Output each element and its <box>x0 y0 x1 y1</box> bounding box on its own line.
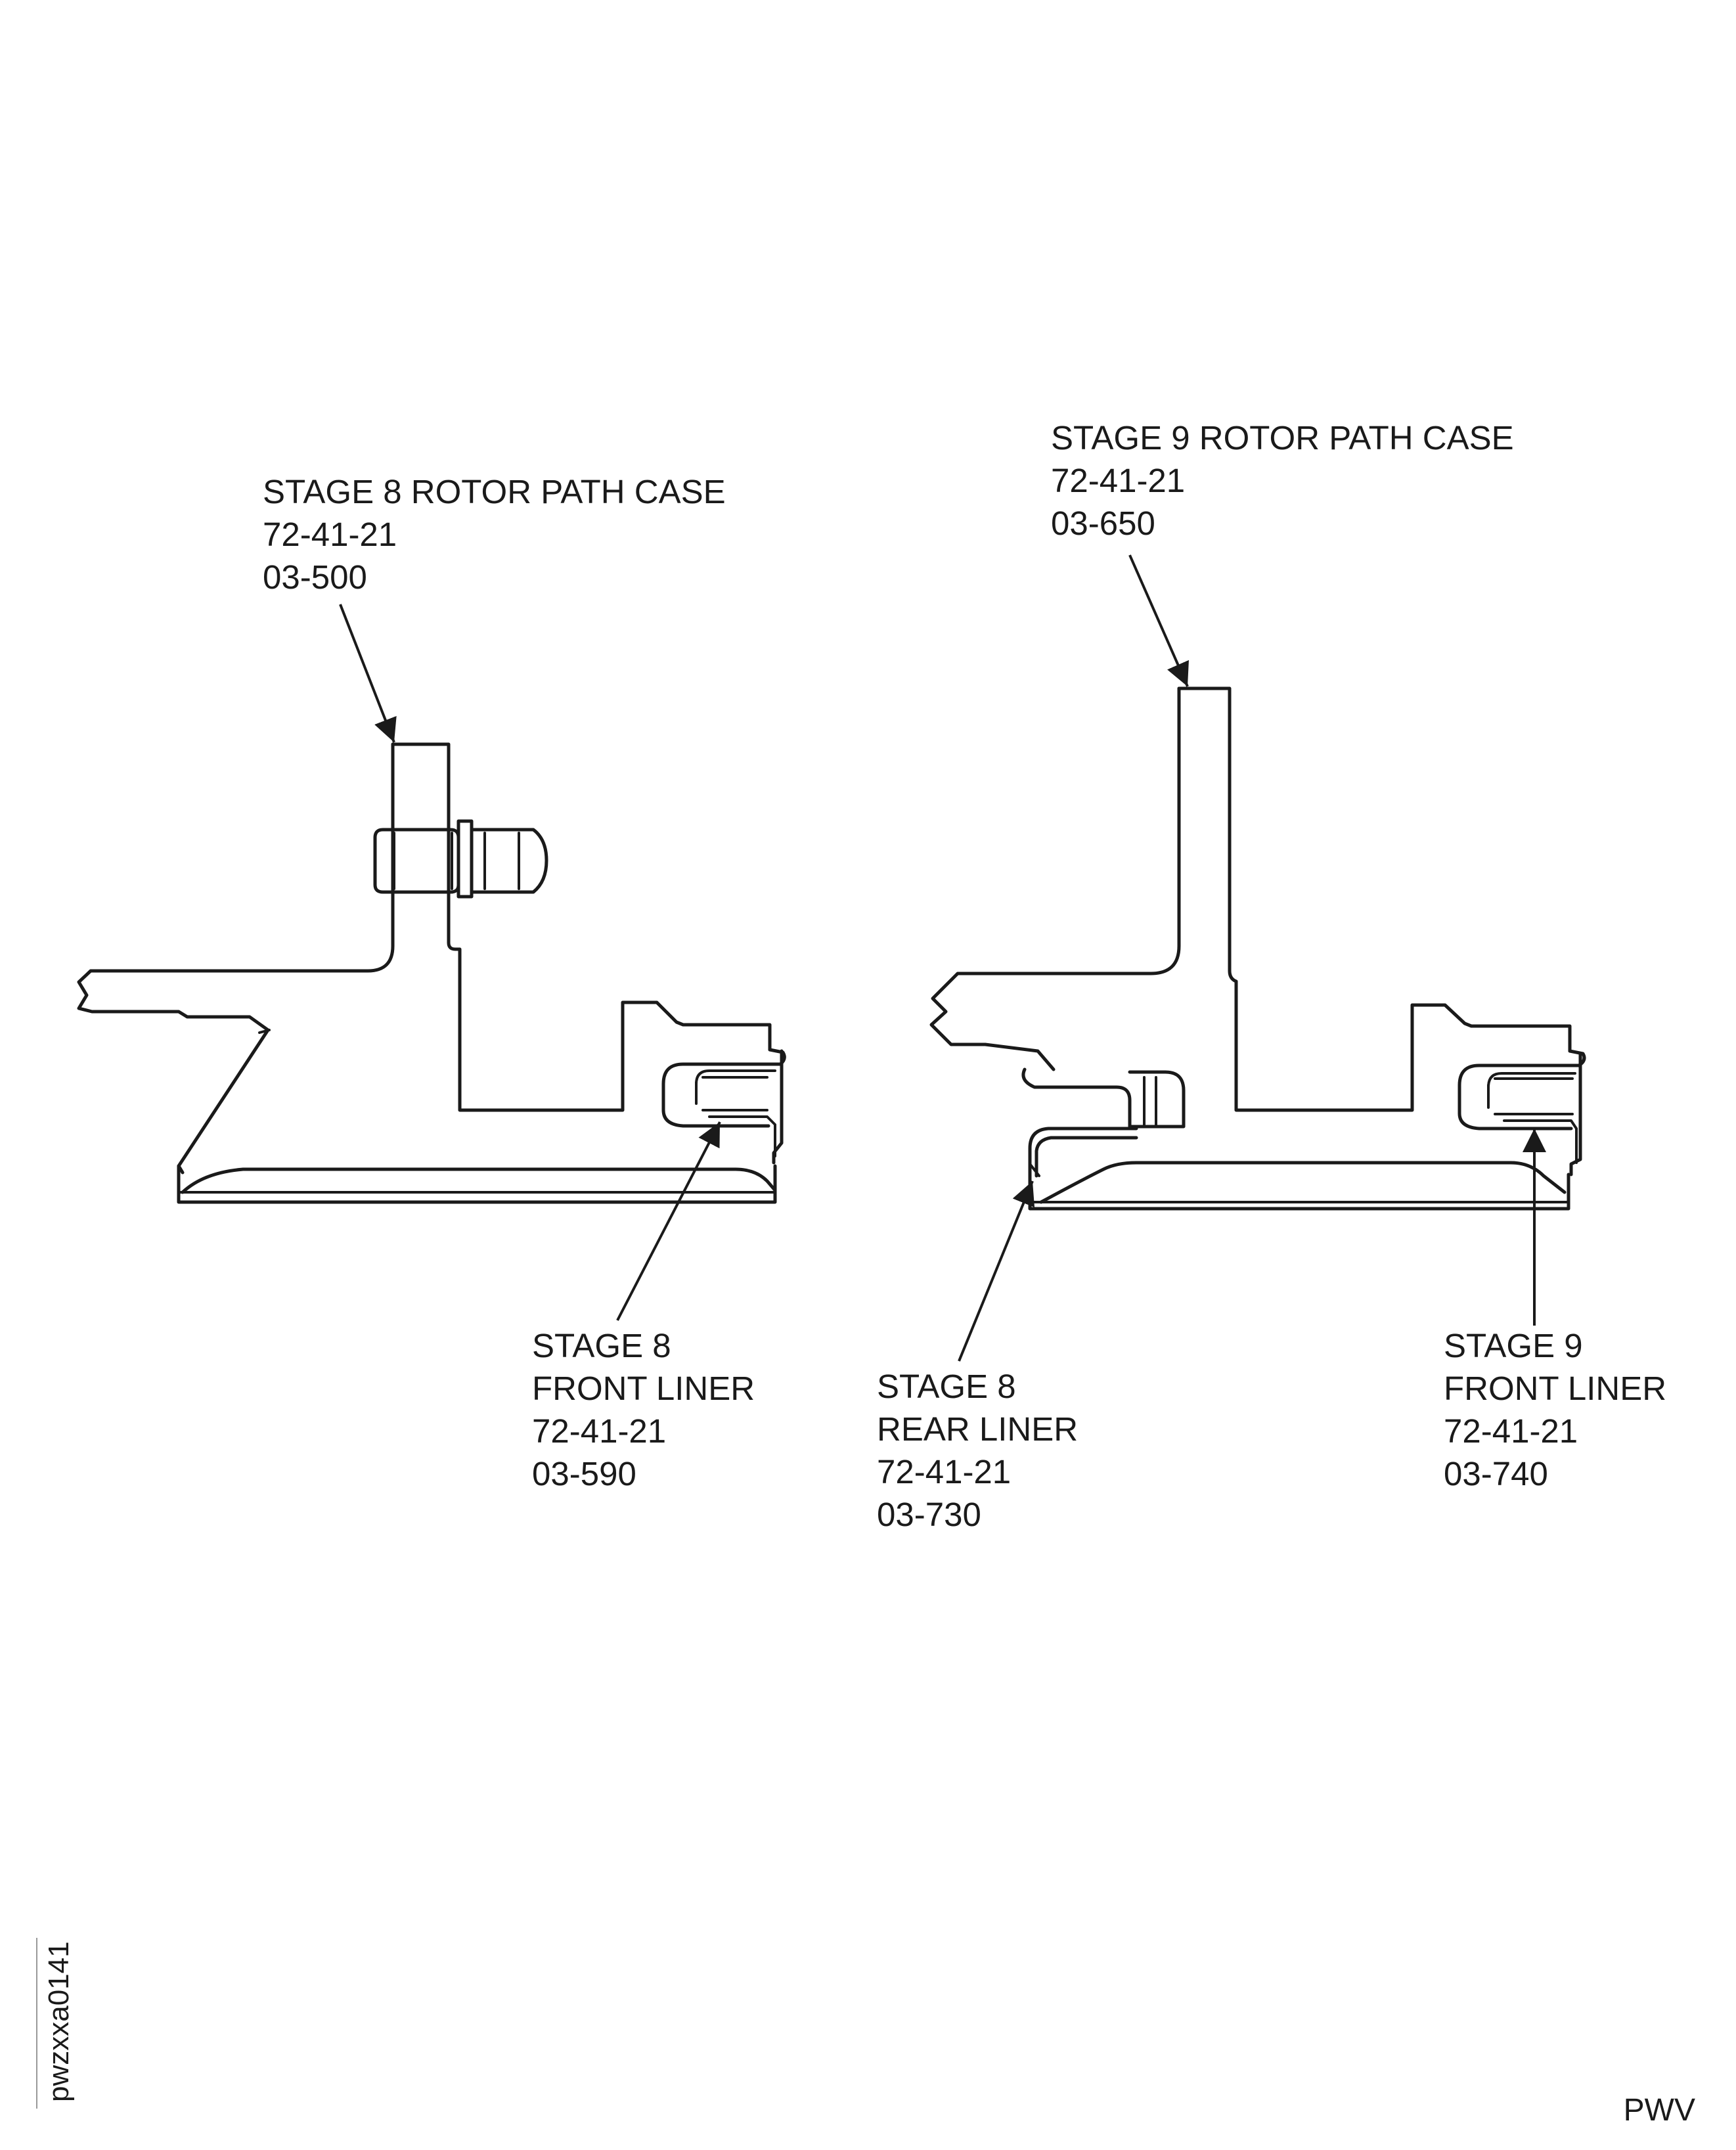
callout-line: 72-41-21 <box>263 516 397 553</box>
figure-code: pwzxxa0141 <box>36 1938 77 2109</box>
figure-code-text: pwzxxa0141 <box>43 1941 75 2102</box>
callout-line: STAGE 8 <box>532 1327 671 1364</box>
leader-stage-8-front-liner <box>616 1121 721 1321</box>
callout-line: 03-730 <box>877 1496 981 1533</box>
leader-stage-9-case <box>1128 554 1189 687</box>
callout-line: 03-500 <box>263 558 367 596</box>
leader-stage-8-case <box>339 604 397 743</box>
corner-code: PWV <box>1623 2093 1695 2128</box>
callout-line: STAGE 9 ROTOR PATH CASE <box>1051 419 1514 457</box>
stage-9-rotor-path-case-drawing <box>929 686 1572 1211</box>
callout-line: 03-740 <box>1444 1455 1548 1492</box>
stage-9-front-liner-drawing <box>1458 1049 1586 1176</box>
stage-8-rotor-path-case-drawing <box>77 742 777 1204</box>
callout-stage-9-rotor-path-case: STAGE 9 ROTOR PATH CASE 72-41-21 03-650 <box>1051 419 1514 542</box>
callout-stage-8-front-liner: STAGE 8 FRONT LINER 72-41-21 03-590 <box>532 1327 755 1492</box>
callout-stage-8-rear-liner: STAGE 8 REAR LINER 72-41-21 03-730 <box>877 1368 1078 1533</box>
callout-line: 03-590 <box>532 1455 636 1492</box>
callout-stage-9-front-liner: STAGE 9 FRONT LINER 72-41-21 03-740 <box>1444 1327 1666 1492</box>
leader-lines <box>339 554 1546 1362</box>
callout-line: STAGE 8 <box>877 1368 1016 1405</box>
callout-line: 72-41-21 <box>1051 462 1185 499</box>
callout-line: FRONT LINER <box>1444 1370 1666 1407</box>
stage-8-front-liner-drawing <box>661 1048 786 1165</box>
callout-stage-8-rotor-path-case: STAGE 8 ROTOR PATH CASE 72-41-21 03-500 <box>263 473 726 596</box>
callout-line: STAGE 9 <box>1444 1327 1583 1364</box>
callout-line: FRONT LINER <box>532 1370 755 1407</box>
callout-line: STAGE 8 ROTOR PATH CASE <box>263 473 726 510</box>
callout-line: REAR LINER <box>877 1410 1078 1448</box>
stage-8-rear-liner-drawing <box>1028 1127 1138 1178</box>
callout-line: 72-41-21 <box>532 1412 666 1450</box>
callout-line: 72-41-21 <box>1444 1412 1578 1450</box>
callout-line: 03-650 <box>1051 504 1155 542</box>
leader-stage-8-rear-liner <box>958 1180 1035 1362</box>
callout-line: 72-41-21 <box>877 1453 1011 1490</box>
